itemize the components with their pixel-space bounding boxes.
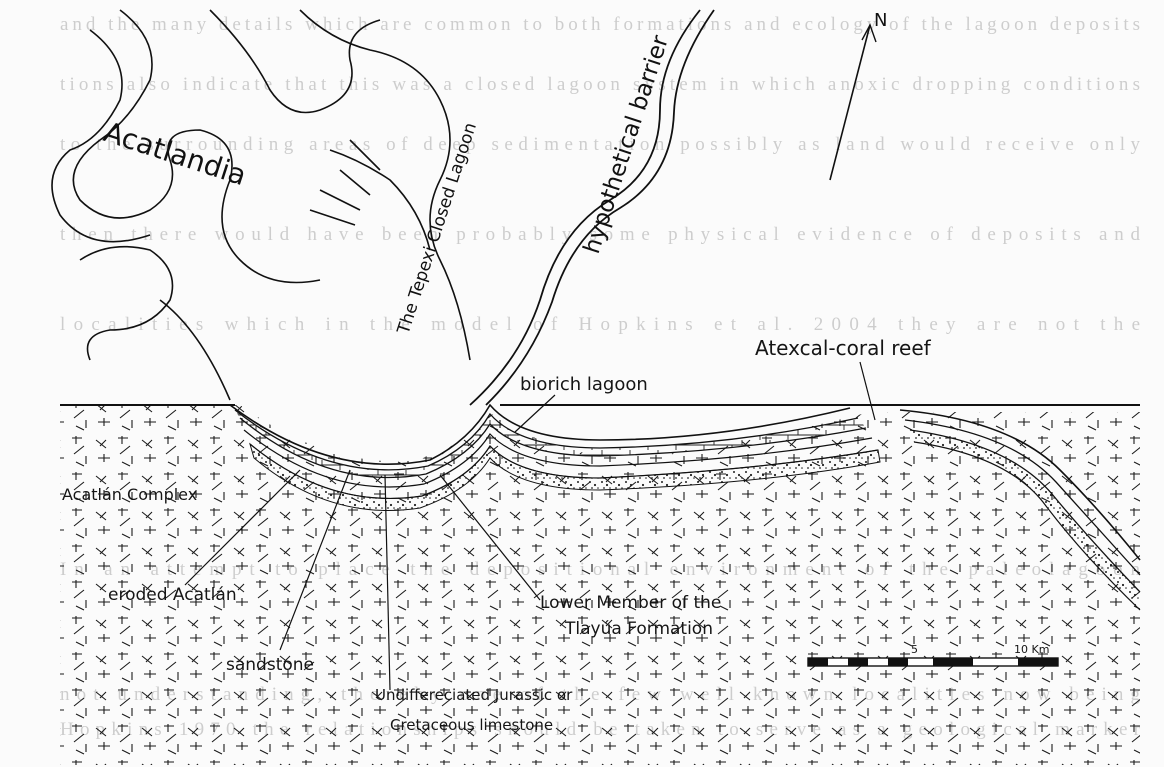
label-sandstone: sandstone: [226, 655, 314, 675]
svg-text:localities which in the model: localities which in the model of Hopkins…: [60, 314, 1140, 335]
north-symbol: N: [874, 10, 887, 31]
svg-text:tions also indicate that this: tions also indicate that this was a clos…: [60, 74, 1140, 95]
label-biorich-lagoon: biorich lagoon: [520, 374, 648, 395]
label-eroded-acatlan: eroded Acatlán: [108, 585, 237, 605]
scale-tick-10: 10 Km: [1014, 643, 1049, 656]
label-undifferentiated-line2: Cretaceous limestone: [390, 716, 553, 734]
acatlandia-coastline: [52, 10, 470, 400]
label-acatlandia: Acatlandia: [100, 115, 251, 192]
label-lower-member-line1: Lower Member of the: [540, 593, 721, 613]
label-coral-reef: Atexcal-coral reef: [755, 336, 932, 360]
scale-tick-5: 5: [911, 643, 918, 656]
label-acatlan-complex: Acatlán Complex: [62, 485, 197, 504]
svg-text:and the many details which are: and the many details which are common to…: [60, 14, 1140, 35]
label-lower-member-line2: Tlayúa Formation: [564, 619, 713, 639]
label-undifferentiated-line1: Undiffereciated Jurassic or: [375, 686, 573, 704]
